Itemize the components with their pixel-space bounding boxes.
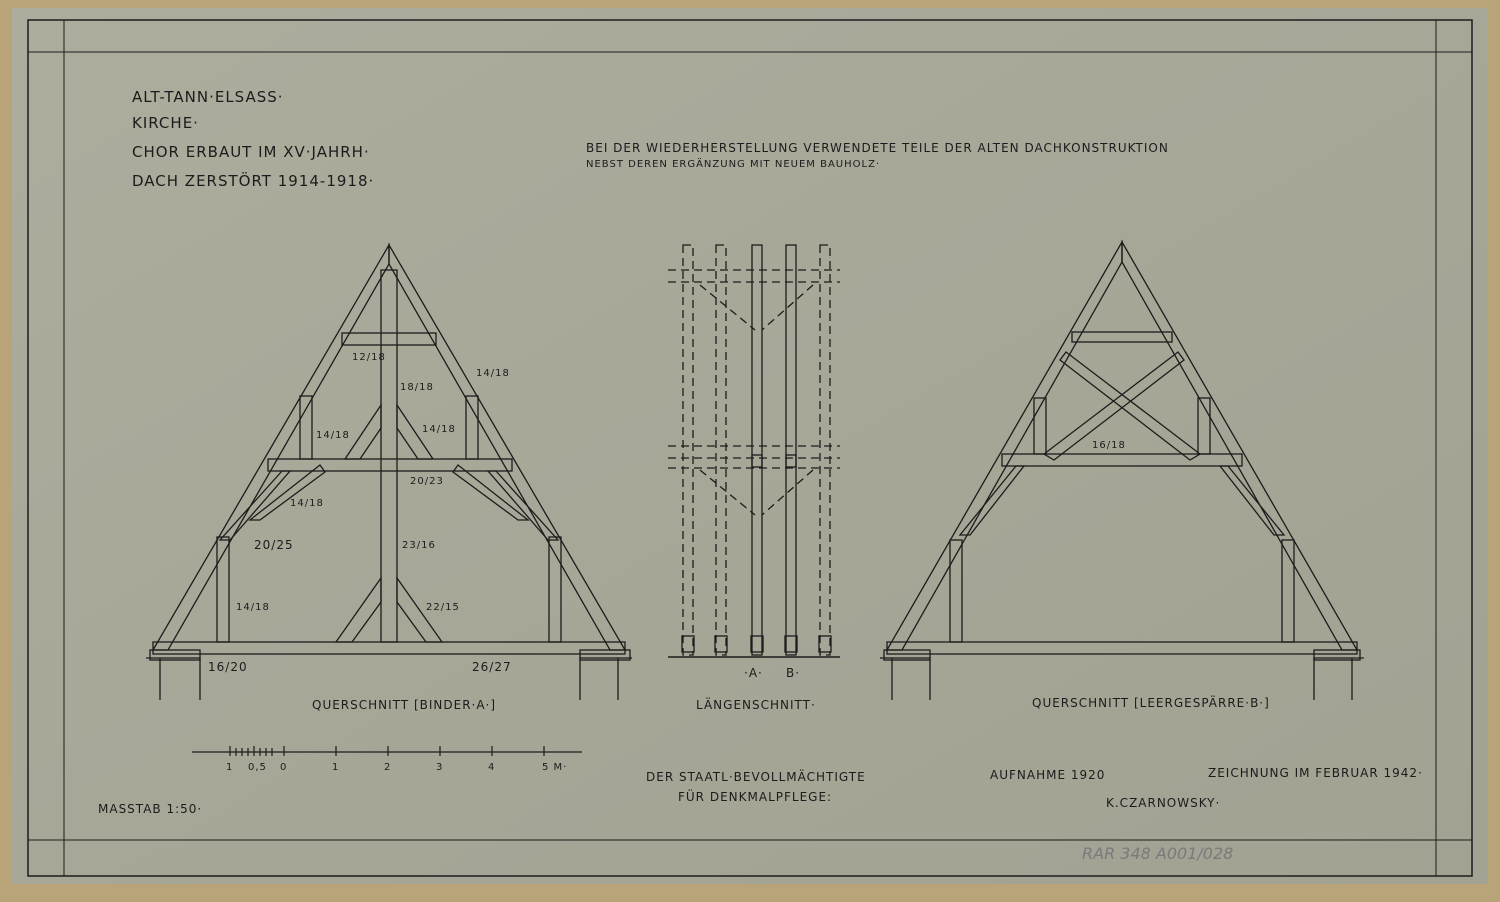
caption-cross-section-b: QUERSCHNITT [LEERGESPÄRRE·B·] — [1032, 696, 1270, 710]
scale-label: 1 — [332, 762, 340, 773]
scale-label: 5 M· — [542, 762, 568, 773]
dimension-label: 14/18 — [476, 368, 510, 379]
dimension-label: 18/18 — [400, 382, 434, 393]
frame — [27, 19, 1473, 877]
dimension-label: 22/15 — [426, 602, 460, 613]
authority-line-2: FÜR DENKMALPFLEGE: — [678, 790, 833, 804]
archive-number: RAR 348 A001/028 — [1082, 844, 1234, 863]
dimension-label: 14/18 — [290, 498, 324, 509]
scale-label: 2 — [384, 762, 392, 773]
dimension-label: 14/18 — [422, 424, 456, 435]
dimension-label: 16/20 — [208, 660, 248, 674]
authority-line-1: DER STAATL·BEVOLLMÄCHTIGTE — [646, 770, 866, 784]
dimension-label: 16/18 — [1092, 440, 1126, 451]
scale-label: 1 — [226, 762, 234, 773]
dimension-label: 26/27 — [472, 660, 512, 674]
dimension-label: 20/23 — [410, 476, 444, 487]
section-mark-a: ·A· — [744, 666, 763, 680]
scale-bar — [192, 746, 582, 756]
dimension-label: 23/16 — [402, 540, 436, 551]
caption-cross-section-a: QUERSCHNITT [BINDER·A·] — [312, 698, 497, 712]
section-mark-b: B· — [786, 666, 801, 680]
scale-label: 3 — [436, 762, 444, 773]
note-line-2: NEBST DEREN ERGÄNZUNG MIT NEUEM BAUHOLZ· — [586, 159, 881, 170]
caption-longitudinal-section: LÄNGENSCHNITT· — [696, 698, 816, 712]
scale-label: 0 — [280, 762, 288, 773]
title-line-3: CHOR ERBAUT IM XV·JAHRH· — [132, 143, 370, 161]
title-line-1: ALT-TANN·ELSASS· — [132, 88, 284, 106]
note-line-1: BEI DER WIEDERHERSTELLUNG VERWENDETE TEI… — [586, 141, 1169, 155]
dimension-label: 14/18 — [236, 602, 270, 613]
truss-binder-a — [146, 242, 632, 700]
scale-label: 4 — [488, 762, 496, 773]
dimension-label: 12/18 — [352, 352, 386, 363]
dimension-label: 20/25 — [254, 538, 294, 552]
title-line-2: KIRCHE· — [132, 114, 199, 132]
scale-caption: MASSTAB 1:50· — [98, 802, 203, 816]
survey-date: AUFNAHME 1920 — [990, 768, 1106, 782]
author-name: K.CZARNOWSKY· — [1106, 796, 1221, 810]
drawing-date: ZEICHNUNG IM FEBRUAR 1942· — [1208, 766, 1423, 780]
dimension-label: 14/18 — [316, 430, 350, 441]
longitudinal-section — [668, 244, 840, 658]
title-line-4: DACH ZERSTÖRT 1914-1918· — [132, 172, 375, 190]
scale-label: 0,5 — [248, 762, 267, 773]
truss-leergesparre-b — [880, 239, 1364, 700]
